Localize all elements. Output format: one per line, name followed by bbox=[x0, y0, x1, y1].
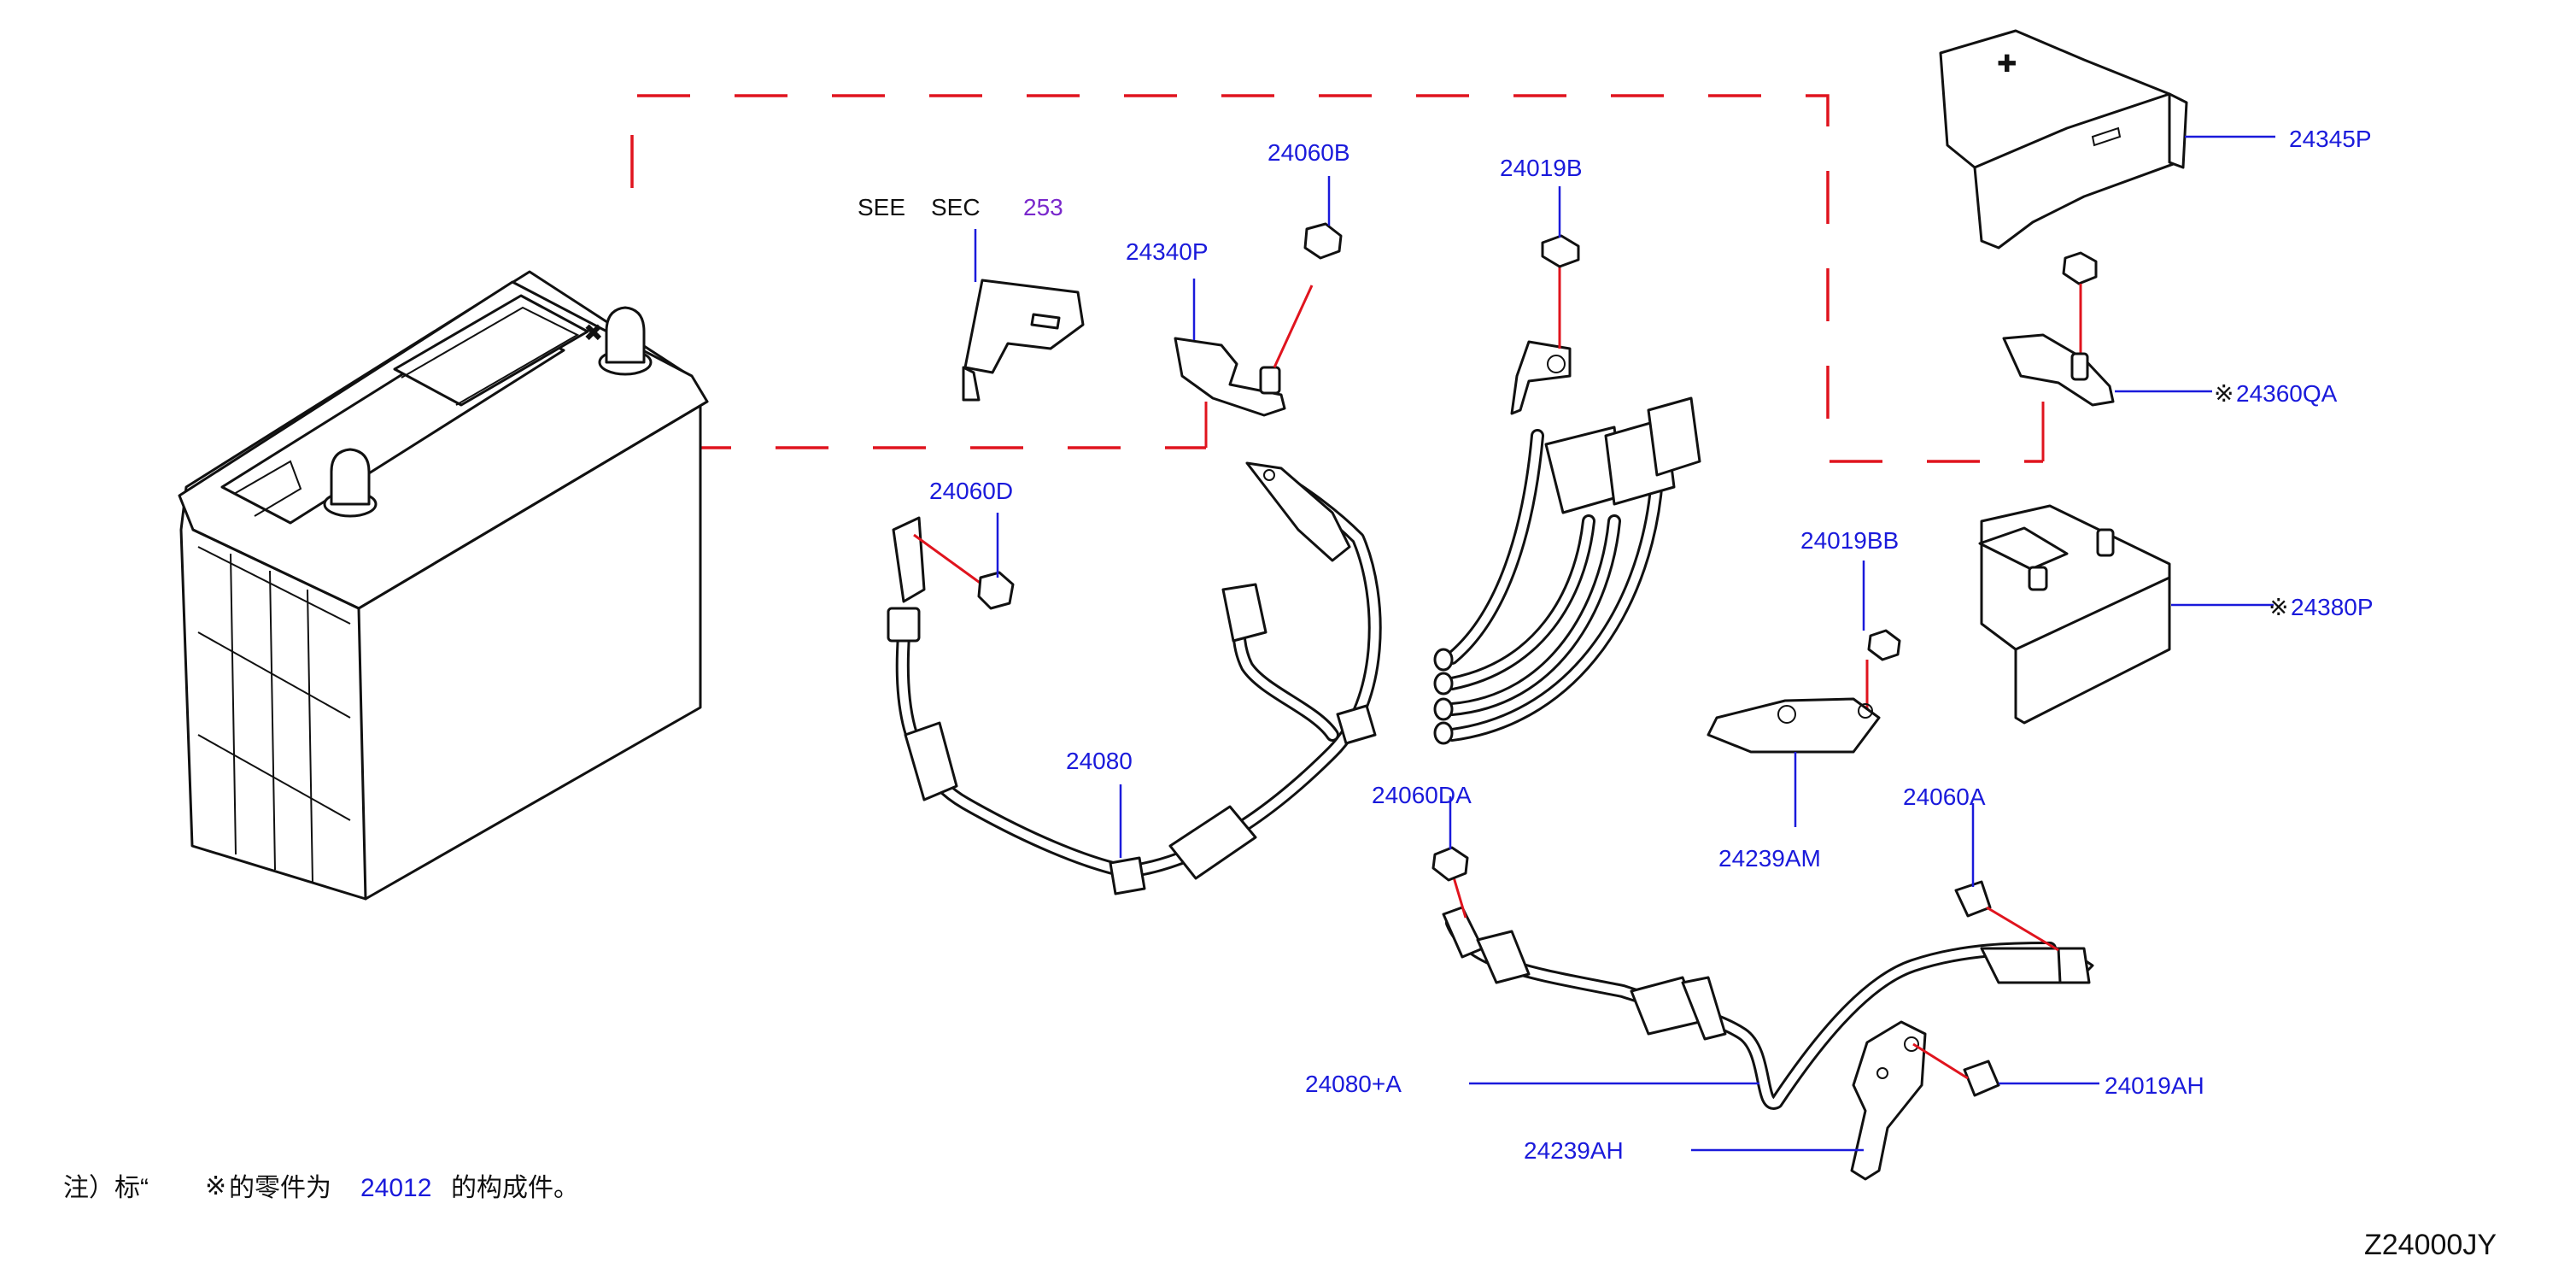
harness-24080 bbox=[887, 461, 1382, 895]
part-label-24380P[interactable]: 24380P bbox=[2291, 594, 2374, 620]
section-link-253[interactable]: 253 bbox=[1023, 194, 1063, 220]
cross-mark: ✖ bbox=[583, 320, 603, 346]
labels: SEE SEC 253 24060B 24340P 24019B 24345P … bbox=[858, 126, 2374, 1164]
cover-24345P: ✚ bbox=[1939, 29, 2275, 249]
battery-sensor bbox=[962, 229, 1085, 402]
part-label-24239AH[interactable]: 24239AH bbox=[1524, 1137, 1624, 1164]
part-label-24060B[interactable]: 24060B bbox=[1268, 139, 1350, 166]
footnote-middle: 的零件为 bbox=[229, 1174, 331, 1202]
box-24380P bbox=[1978, 504, 2274, 725]
part-label-24019BB[interactable]: 24019BB bbox=[1800, 527, 1899, 554]
part-label-24345P[interactable]: 24345P bbox=[2289, 126, 2372, 152]
battery: ✖ bbox=[178, 270, 709, 901]
see-label: SEE bbox=[858, 194, 905, 220]
bracket-24239AH bbox=[1691, 1020, 2099, 1181]
part-label-24019AH[interactable]: 24019AH bbox=[2105, 1072, 2204, 1099]
part-label-24060D[interactable]: 24060D bbox=[929, 478, 1013, 504]
part-label-24080[interactable]: 24080 bbox=[1066, 748, 1133, 774]
part-label-24019B[interactable]: 24019B bbox=[1500, 155, 1583, 181]
part-label-24080A[interactable]: 24080+A bbox=[1305, 1071, 1402, 1097]
diagram-id: Z24000JY bbox=[2364, 1229, 2497, 1261]
terminal-clamp bbox=[1174, 279, 1314, 417]
footnote-prefix: 注）标“ bbox=[63, 1174, 149, 1202]
part-label-24060A[interactable]: 24060A bbox=[1903, 784, 1986, 810]
sec-label: SEC bbox=[931, 194, 981, 220]
part-label-24340P[interactable]: 24340P bbox=[1126, 238, 1209, 265]
terminal-24360QA bbox=[2002, 251, 2212, 407]
bracket-24239AM bbox=[1707, 561, 1901, 827]
cross-mark-cover: ✚ bbox=[1997, 50, 2017, 77]
footnote-part-link[interactable]: 24012 bbox=[360, 1174, 431, 1202]
part-label-24060DA[interactable]: 24060DA bbox=[1372, 782, 1472, 808]
footnote-suffix: 的构成件。 bbox=[451, 1174, 579, 1202]
footnote: 注）标“ ※ 的零件为 24012 的构成件。 bbox=[63, 1172, 579, 1202]
harness-24080A bbox=[1431, 796, 2094, 1110]
footnote-mark: ※ bbox=[205, 1172, 226, 1200]
part-label-24239AM[interactable]: 24239AM bbox=[1718, 845, 1821, 872]
asterisk-mark-24380P: ※ bbox=[2269, 594, 2288, 620]
harness-24019B bbox=[1433, 186, 1701, 745]
nut-24060B bbox=[1303, 176, 1343, 260]
asterisk-mark-24360QA: ※ bbox=[2214, 380, 2234, 407]
part-label-24360QA[interactable]: 24360QA bbox=[2236, 380, 2338, 407]
